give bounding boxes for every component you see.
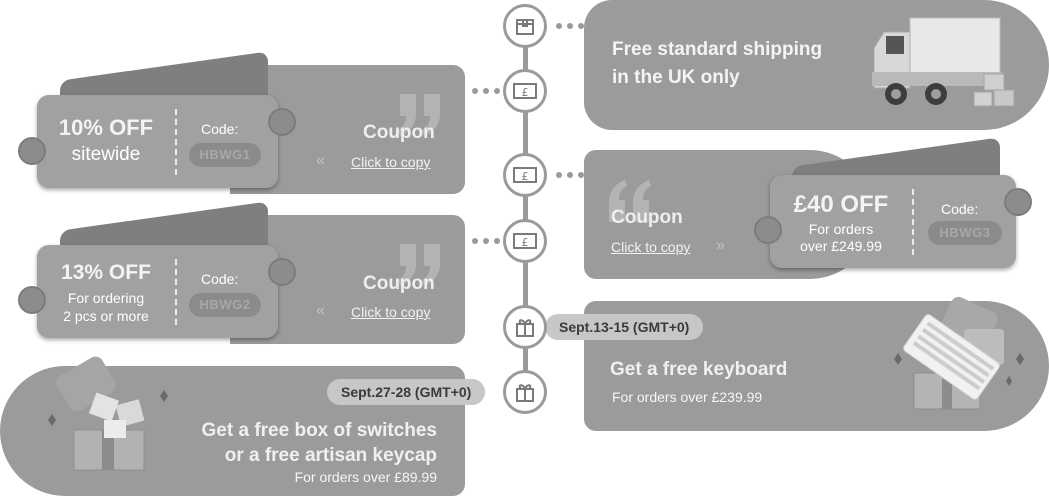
coupon-1-subtext: sitewide [71,144,141,165]
box-icon [516,19,534,35]
connector-dots [472,238,500,244]
ticket-coin-icon [18,286,46,314]
coupon-2-copy-link[interactable]: Click to copy [351,304,431,320]
coupon-2-subtext-2: 2 pcs or more [63,308,149,324]
coupon-2-subtext-1: For ordering [67,290,145,306]
coupon-2-divider [175,259,177,325]
switches-title: Get a free box of switches or a free art… [202,418,437,468]
switches-title-line-2: or a free artisan keycap [224,445,437,466]
chevron-left-icon: « [316,302,325,319]
coupon-2-ticket[interactable]: 13% OFF For ordering 2 pcs or more Code:… [37,245,278,338]
keyboard-subtext: For orders over £239.99 [612,389,763,405]
coupon-3-code[interactable]: HBWG3 [928,221,1002,245]
chevron-right-icon: » [716,237,725,254]
coupon-2-code[interactable]: HBWG2 [189,293,261,317]
coupon-1-divider [175,109,177,175]
ticket-coin-icon [268,108,296,136]
gift-icon [516,319,534,337]
timeline-node-coupon-3: £ [503,153,547,197]
ticket-coin-icon [1004,188,1032,216]
pound-note-icon: £ [513,167,537,183]
svg-text:£: £ [522,86,529,99]
coupon-1-code-label: Code: [201,121,239,137]
coupon-2-heading: Coupon [363,273,435,294]
quote-mark-icon [398,244,440,286]
connector-dots [556,23,584,29]
connector-dots [472,88,500,94]
shipping-line-2: in the UK only [612,67,740,88]
coupon-3-divider [912,189,914,255]
coupon-3-subtext-2: over £249.99 [800,238,882,254]
gift-keyboard-illustration [894,296,1024,410]
keyboard-date-badge: Sept.13-15 (GMT+0) [545,314,704,340]
gift-icon [516,384,534,402]
coupon-3-code-label: Code: [941,201,979,217]
coupon-3-subtext-1: For orders [808,221,874,237]
coupon-2-code-label: Code: [201,271,239,287]
coupon-1-code[interactable]: HBWG1 [189,143,261,167]
ticket-coin-icon [18,137,46,165]
pound-note-icon: £ [513,233,537,249]
shipping-line-1: Free standard shipping [612,39,823,60]
timeline-node-keyboard [503,305,547,349]
coupon-1-copy-link[interactable]: Click to copy [351,154,431,170]
timeline-node-switches [503,370,547,414]
ticket-coin-icon [268,258,296,286]
timeline-node-coupon-2: £ [503,219,547,263]
coupon-3-copy-link[interactable]: Click to copy [611,239,691,255]
timeline-node-coupon-1: £ [503,69,547,113]
coupon-2-discount: 13% OFF [61,261,151,284]
quote-mark-icon [609,180,651,222]
switches-subtext: For orders over £89.99 [294,469,437,485]
pound-note-icon: £ [513,83,537,99]
chevron-left-icon: « [316,152,325,169]
svg-text:£: £ [522,236,529,249]
connector-dots [556,172,584,178]
coupon-3-ticket[interactable]: £40 OFF For orders over £249.99 Code: HB… [770,175,1016,268]
shipping-text: Free standard shipping in the UK only [612,36,822,92]
switches-title-line-1: Get a free box of switches [201,420,437,441]
shipping-panel: Free standard shipping in the UK only [584,0,1049,130]
switches-date-badge: Sept.27-28 (GMT+0) [327,379,486,405]
ticket-coin-icon [754,216,782,244]
svg-text:£: £ [522,170,529,183]
timeline-node-shipping [503,4,547,48]
coupon-1-ticket[interactable]: 10% OFF sitewide Code: HBWG1 [37,95,278,188]
coupon-3-discount: £40 OFF [793,191,889,218]
coupon-1-heading: Coupon [363,122,435,143]
coupon-3-heading: Coupon [611,207,683,228]
gift-switches-illustration [48,356,168,471]
quote-mark-icon [398,94,440,136]
keyboard-title: Get a free keyboard [610,359,788,380]
coupon-1-discount: 10% OFF [58,115,154,140]
truck-illustration [872,17,1015,107]
